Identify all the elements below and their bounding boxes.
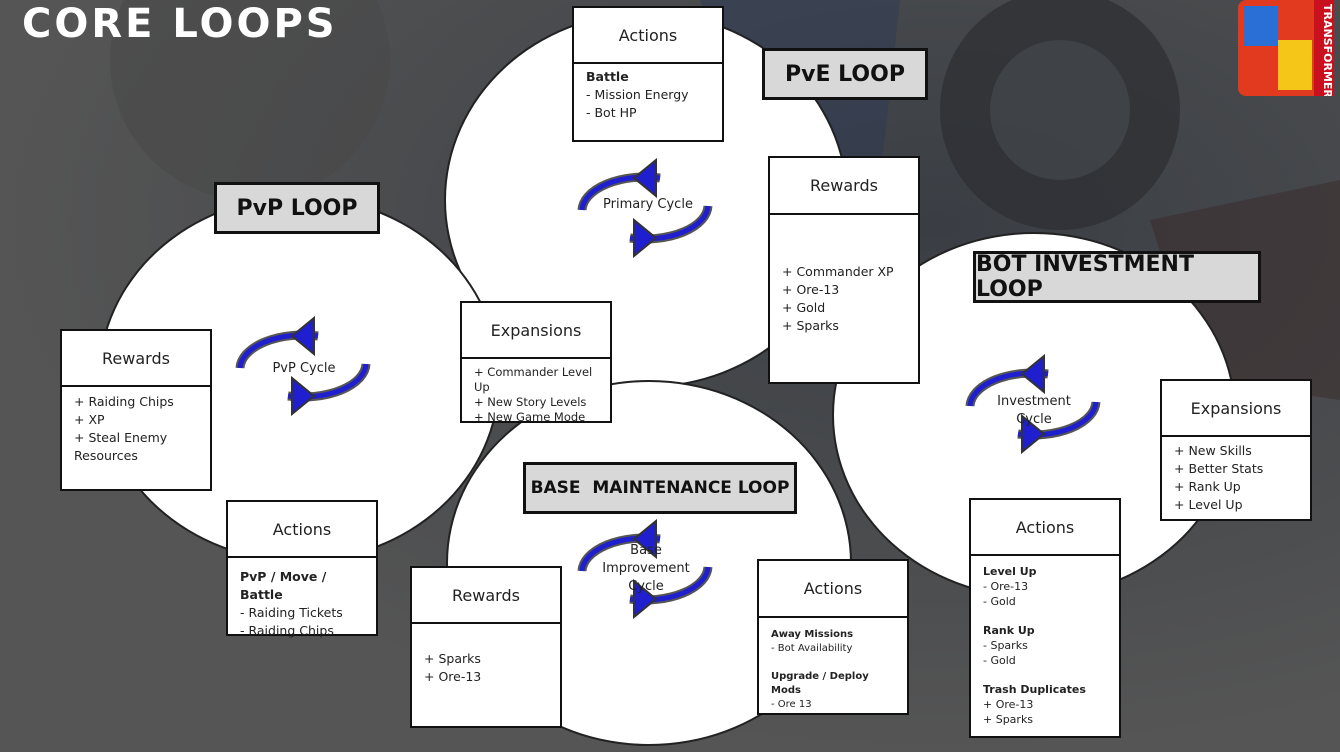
pvp-loop-label: PvP LOOP [214,182,380,234]
base-loop-label: BASE MAINTENANCE LOOP [523,462,797,514]
list-item: - Bot HP [586,105,637,120]
list-item: + Steal Enemy [74,430,168,445]
list-item: + New Game Mode [474,410,586,424]
box-header: Rewards [770,158,918,215]
list-item: + Ore-13 [782,282,840,297]
box-header: Actions [971,500,1119,556]
list-item: + Commander XP [782,264,894,279]
box-bold: Level Up [983,565,1037,578]
arrow-head-top [290,316,315,357]
box-bold: Battle [586,69,629,84]
primary-cycle-label: Primary Cycle [603,197,693,212]
bot-actions-box: Actions Level Up - Ore-13 - Gold Rank Up… [969,498,1121,738]
base-rewards-box: Rewards + Sparks + Ore-13 [410,566,562,728]
list-item: + Sparks [983,713,1034,726]
box-bold: PvP / Move / Battle [240,569,327,602]
box-bold: Away Missions [771,629,854,640]
list-item: - Gold [983,595,1016,608]
arrow-head-bottom [633,217,658,258]
list-item: + Commander Level Up [474,365,593,394]
pve-expansions-box: Expansions + Commander Level Up + New St… [460,301,612,424]
box-header: Actions [574,8,722,64]
list-item: + New Skills [1174,443,1252,458]
pvp-cycle-label: PvP Cycle [272,361,336,376]
base-cycle-arrows [577,518,713,620]
pve-actions-box: Actions Battle - Mission Energy - Bot HP [572,6,724,142]
box-header: Expansions [462,303,610,359]
list-item: + Sparks [424,651,481,666]
arrow-head-top [632,158,657,199]
primary-cycle-arrows [577,158,713,258]
list-item: - Raiding Chips [240,623,334,638]
pve-loop-label: PvE LOOP [762,48,928,100]
investment-cycle-arrows [965,353,1101,455]
list-item: - Gold [983,654,1016,667]
box-bold: Upgrade / Deploy Mods [771,671,869,696]
box-header: Rewards [62,331,210,387]
list-item: + Ore-13 [983,698,1034,711]
bot-loop-label: BOT INVESTMENT LOOP [973,251,1261,303]
list-item: + Better Stats [1174,461,1264,476]
list-item: - Raiding Tickets [240,605,343,620]
transformers-game-logo: TRANSFORMERS [1238,0,1334,96]
arrow-head-top [1020,353,1045,395]
list-item: - Ore 13 [771,699,812,710]
list-item: + Ore-13 [424,669,482,684]
pvp-rewards-box: Rewards + Raiding Chips + XP + Steal Ene… [60,329,212,491]
box-header: Rewards [412,568,560,624]
list-item: + Level Up [1174,497,1243,512]
bot-expansions-box: Expansions + New Skills + Better Stats +… [1160,379,1312,521]
list-item: + Sparks [782,318,839,333]
list-item: + Rank Up [1174,479,1241,494]
list-item: - Bot Availability [771,643,853,654]
box-header: Expansions [1162,381,1310,437]
logo-text: TRANSFORMERS [1321,4,1334,96]
box-bold: Trash Duplicates [983,683,1086,696]
pvp-actions-box: Actions PvP / Move / Battle - Raiding Ti… [226,500,378,638]
arrow-head-bottom [291,375,316,416]
box-header: Actions [228,502,376,558]
box-header: Actions [759,561,907,618]
list-item: + New Story Levels [474,395,587,409]
list-item: - Sparks [983,639,1028,652]
pvp-cycle-arrows [235,316,371,416]
box-bold: Rank Up [983,624,1035,637]
base-actions-box: Actions Away Missions - Bot Availability… [757,559,909,715]
page-title: CORE LOOPS [22,1,338,47]
pve-rewards-box: Rewards + Commander XP + Ore-13 + Gold +… [768,156,920,384]
arrow-head-top [632,518,657,560]
list-item: + Raiding Chips [74,394,174,409]
list-item: + Gold [782,300,826,315]
arrow-head-bottom [1021,413,1046,455]
list-item: - Mission Energy [586,87,689,102]
list-item: + XP [74,412,105,427]
list-item: - Ore-13 [983,580,1029,593]
list-item: Resources [74,448,138,463]
arrow-head-bottom [633,578,658,620]
